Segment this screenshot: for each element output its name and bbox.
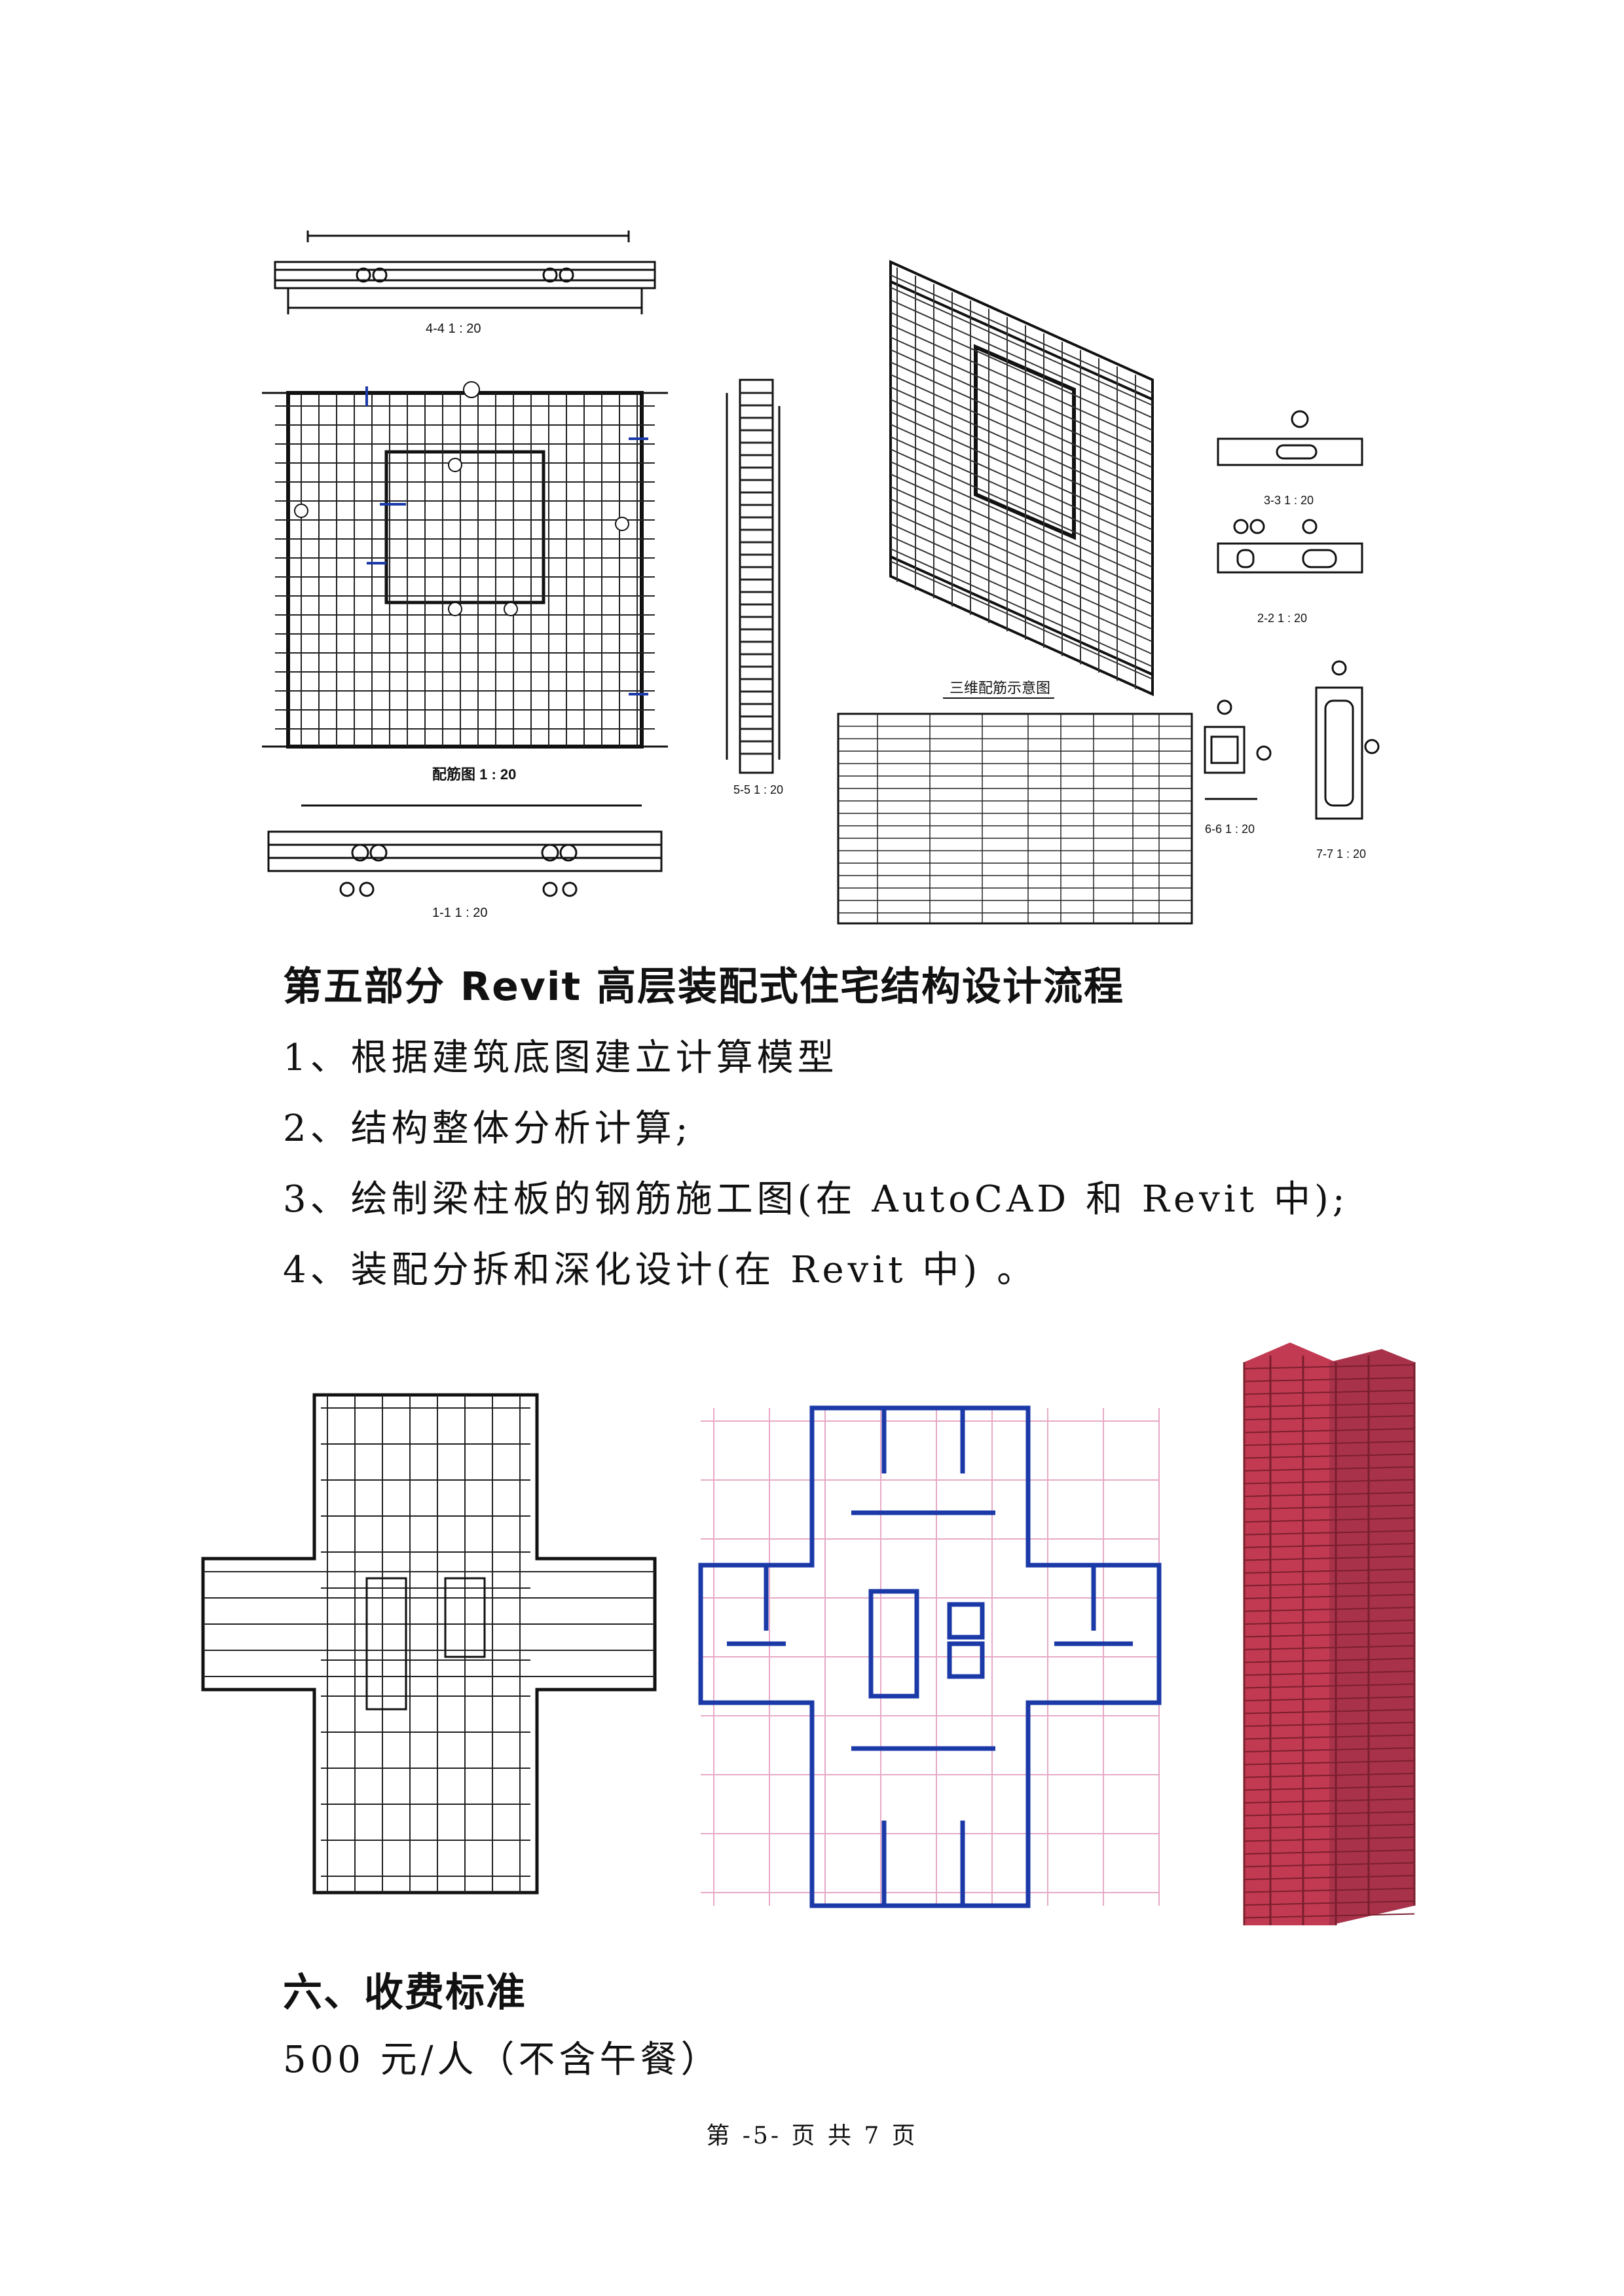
section-4-4-label: 4-4 1 : 20	[426, 322, 481, 334]
section-7-7-drawing: 7-7 1 : 20	[1315, 660, 1380, 861]
step-4: 4、装配分拆和深化设计(在 Revit 中) 。	[283, 1249, 1038, 1291]
section-7-7-label: 7-7 1 : 20	[1316, 847, 1366, 861]
section-2-2-label: 2-2 1 : 20	[1257, 612, 1307, 625]
section-6-heading: 六、收费标准	[283, 1970, 526, 2016]
step-1: 1、根据建筑底图建立计算模型	[283, 1037, 838, 1079]
section-4-4-drawing: 4-4 1 : 20	[274, 231, 656, 334]
architectural-floor-plan	[201, 1393, 657, 1895]
section-1-1-drawing: 1-1 1 : 20	[267, 804, 663, 920]
section-6-6-drawing: 6-6 1 : 20	[1204, 699, 1272, 836]
section-5-5-drawing: 5-5 1 : 20	[726, 379, 783, 796]
section-6-6-label: 6-6 1 : 20	[1205, 823, 1255, 836]
rebar-schedule-table: 三维配筋示意图	[837, 680, 1193, 925]
step-2: 2、结构整体分析计算;	[283, 1107, 692, 1150]
page-footer: 第 -5- 页 共 7 页	[706, 2122, 918, 2149]
step-3: 3、绘制梁柱板的钢筋施工图(在 AutoCAD 和 Revit 中);	[283, 1178, 1349, 1221]
structural-plan	[698, 1405, 1162, 1908]
section-5-heading: 第五部分 Revit 高层装配式住宅结构设计流程	[283, 964, 1125, 1010]
rebar-3d-view-label: 三维配筋示意图	[950, 680, 1050, 696]
tower-3d-model	[1243, 1342, 1416, 1925]
section-3-3-label: 3-3 1 : 20	[1264, 494, 1314, 507]
fee-text: 500 元/人（不含午餐）	[283, 2039, 722, 2081]
section-5-5-label: 5-5 1 : 20	[733, 783, 783, 796]
section-2-2-drawing: 2-2 1 : 20	[1217, 519, 1363, 625]
rebar-plan-label: 配筋图 1 : 20	[432, 766, 516, 783]
section-1-1-label: 1-1 1 : 20	[432, 906, 488, 920]
section-3-3-drawing: 3-3 1 : 20	[1217, 410, 1363, 507]
rebar-plan-drawing: 配筋图 1 : 20	[262, 381, 668, 783]
rebar-3d-view	[889, 259, 1154, 697]
